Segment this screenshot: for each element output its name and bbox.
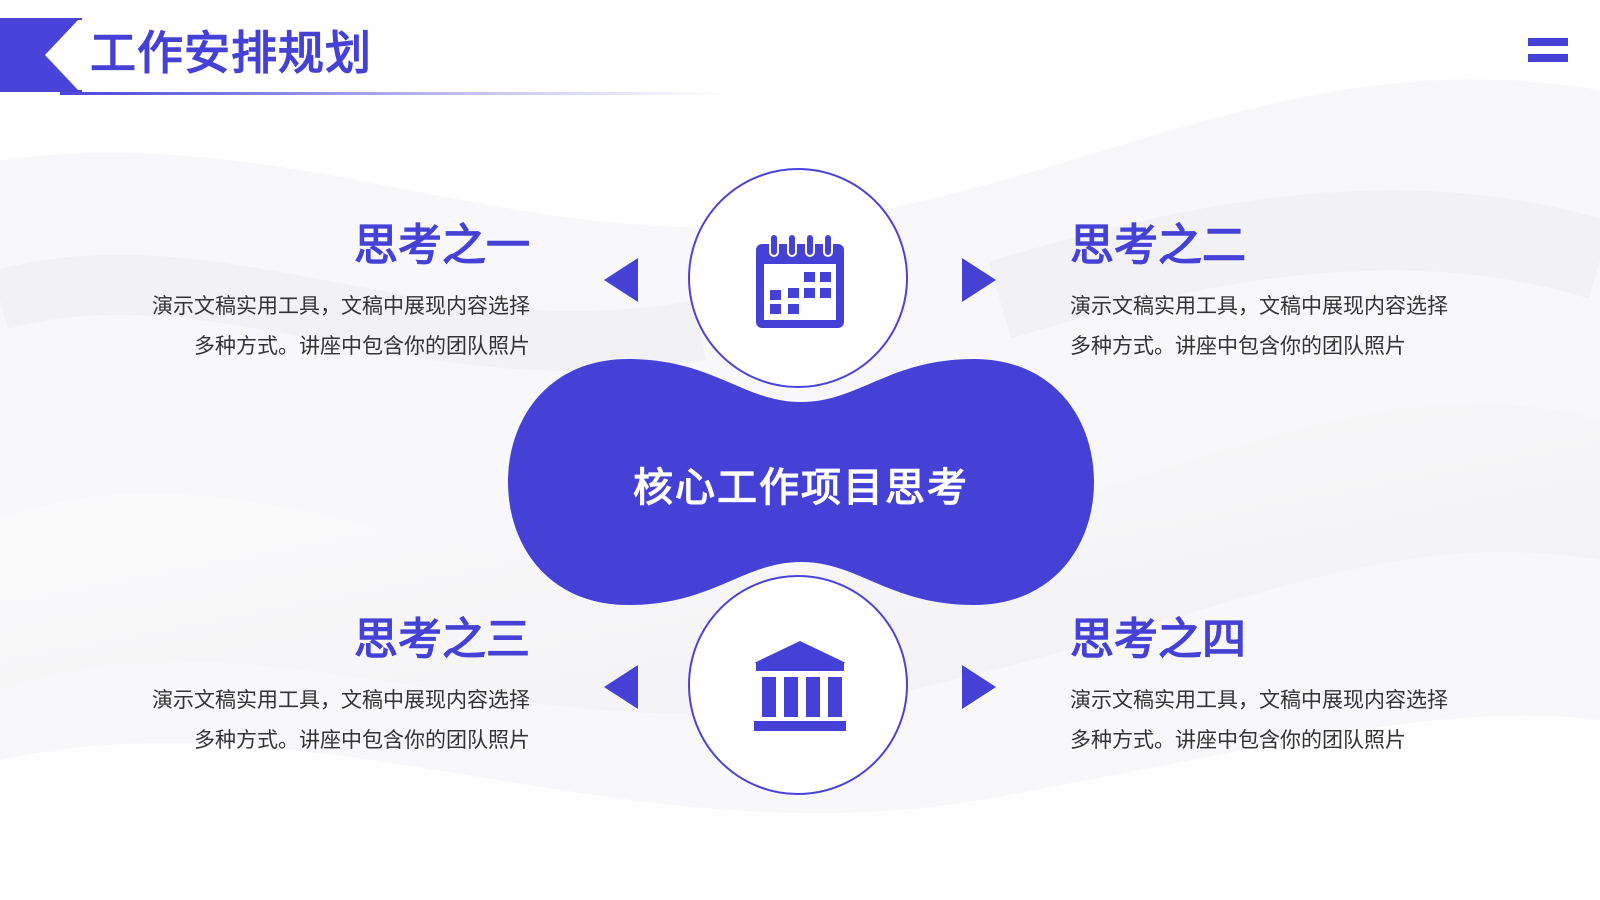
arrow-right-icon xyxy=(962,665,996,709)
bottom-circle xyxy=(688,575,908,795)
bank-icon xyxy=(754,641,846,731)
header: 工作安排规划 xyxy=(0,0,720,95)
thought-block-2: 思考之二 演示文稿实用工具，文稿中展现内容选择 多种方式。讲座中包含你的团队照片 xyxy=(1070,218,1500,366)
thought-block-3: 思考之三 演示文稿实用工具，文稿中展现内容选择 多种方式。讲座中包含你的团队照片 xyxy=(100,612,530,760)
description-line: 演示文稿实用工具，文稿中展现内容选择 xyxy=(1070,688,1448,712)
description-line: 多种方式。讲座中包含你的团队照片 xyxy=(1070,728,1406,752)
thought-block-4: 思考之四 演示文稿实用工具，文稿中展现内容选择 多种方式。讲座中包含你的团队照片 xyxy=(1070,612,1500,760)
arrow-left-icon xyxy=(604,665,638,709)
thought-description: 演示文稿实用工具，文稿中展现内容选择 多种方式。讲座中包含你的团队照片 xyxy=(100,680,530,760)
chevron-left-icon xyxy=(0,18,82,92)
thought-description: 演示文稿实用工具，文稿中展现内容选择 多种方式。讲座中包含你的团队照片 xyxy=(1070,286,1500,366)
description-line: 演示文稿实用工具，文稿中展现内容选择 xyxy=(152,688,530,712)
top-circle xyxy=(688,168,908,388)
description-line: 演示文稿实用工具，文稿中展现内容选择 xyxy=(152,294,530,318)
header-bar xyxy=(60,18,720,95)
thought-block-1: 思考之一 演示文稿实用工具，文稿中展现内容选择 多种方式。讲座中包含你的团队照片 xyxy=(100,218,530,366)
description-line: 多种方式。讲座中包含你的团队照片 xyxy=(194,334,530,358)
thought-title: 思考之二 xyxy=(1070,220,1246,271)
thought-title: 思考之一 xyxy=(354,220,530,271)
calendar-icon xyxy=(756,233,844,328)
description-line: 多种方式。讲座中包含你的团队照片 xyxy=(1070,334,1406,358)
description-line: 演示文稿实用工具，文稿中展现内容选择 xyxy=(1070,294,1448,318)
thought-description: 演示文稿实用工具，文稿中展现内容选择 多种方式。讲座中包含你的团队照片 xyxy=(100,286,530,366)
thought-title: 思考之四 xyxy=(1070,614,1246,665)
core-label: 核心工作项目思考 xyxy=(633,465,969,511)
menu-icon[interactable] xyxy=(1528,38,1568,66)
page-title: 工作安排规划 xyxy=(90,26,372,80)
core-blob xyxy=(508,359,1094,605)
thought-title: 思考之三 xyxy=(354,614,530,665)
thought-description: 演示文稿实用工具，文稿中展现内容选择 多种方式。讲座中包含你的团队照片 xyxy=(1070,680,1500,760)
arrow-left-icon xyxy=(604,258,638,302)
arrow-right-icon xyxy=(962,258,996,302)
description-line: 多种方式。讲座中包含你的团队照片 xyxy=(194,728,530,752)
